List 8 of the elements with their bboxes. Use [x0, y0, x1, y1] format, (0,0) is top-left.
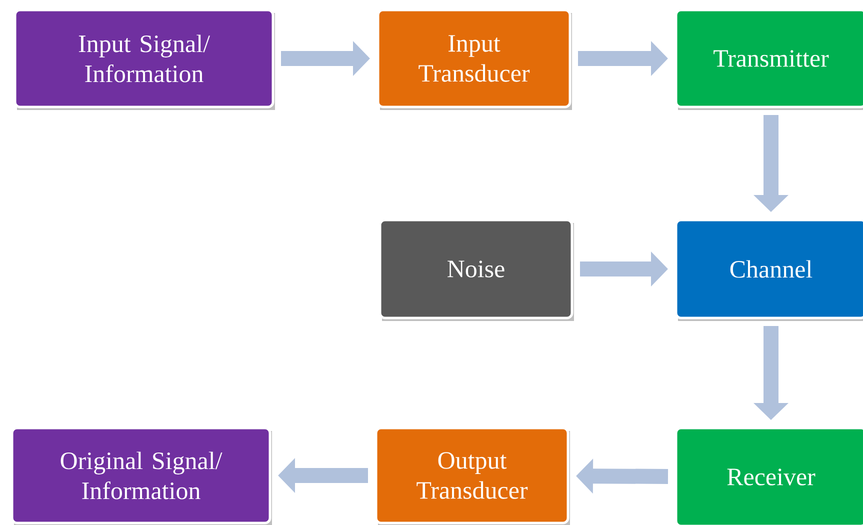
process-box: Channel — [674, 218, 863, 320]
process-box: Noise — [378, 218, 574, 320]
process-box: Output Transducer — [374, 426, 570, 524]
process-box: Transmitter — [674, 8, 863, 108]
process-box: Input Signal/ Information — [14, 8, 274, 108]
process-box: Receiver — [674, 426, 863, 525]
process-box: Original Signal/ Information — [10, 426, 272, 524]
process-box: Input Transducer — [376, 8, 572, 108]
